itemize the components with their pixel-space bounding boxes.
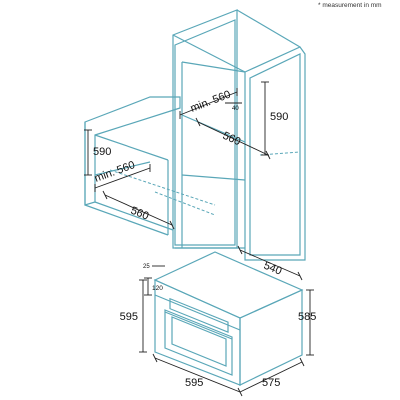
under-counter-height-label: 590 — [93, 146, 111, 158]
tall-cabinet — [172, 9, 301, 249]
column-gap-label: 40 — [232, 106, 239, 112]
oven-width-label: 595 — [185, 377, 203, 389]
column-depth-label: 560 — [221, 130, 243, 148]
oven — [153, 251, 304, 386]
oven-panel-height-label: 120 — [152, 285, 163, 292]
oven-depth-label: 575 — [262, 377, 280, 389]
side-panel — [244, 46, 306, 261]
oven-overall-depth-label: 540 — [262, 260, 284, 278]
column-min-width-label: min. 560 — [189, 88, 233, 114]
measurement-note: * measurement in mm — [318, 2, 382, 9]
oven-top-offset-label: 25 — [143, 264, 150, 270]
under-counter-depth-label: 560 — [129, 205, 151, 223]
oven-body-height-label: 585 — [298, 311, 316, 323]
under-counter-dimensions: 590 min. 560 560 — [84, 129, 175, 230]
oven-dimensions: 25 120 595 585 595 575 540 — [120, 245, 316, 397]
oven-front-height-label: 595 — [120, 311, 138, 323]
under-counter-cabinet — [84, 96, 216, 236]
column-height-label: 590 — [270, 111, 288, 123]
